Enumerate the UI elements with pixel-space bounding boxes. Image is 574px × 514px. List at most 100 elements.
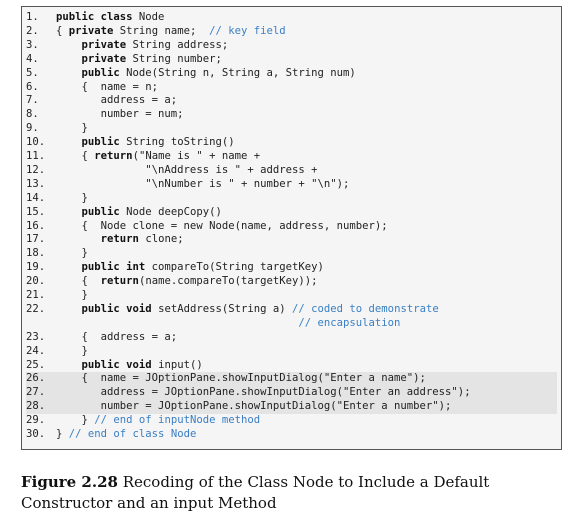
line-number: 4. (26, 52, 39, 65)
code-text: compareTo(String targetKey) (145, 261, 324, 274)
code-line: 12. "\nAddress is " + address + (26, 164, 557, 178)
code-text: String address; (126, 38, 229, 51)
code-text: input() (151, 358, 203, 371)
code-text: } (56, 191, 88, 204)
code-line: 26. { name = JOptionPane.showInputDialog… (26, 372, 557, 387)
code-keyword: public (81, 136, 120, 149)
code-keyword: public void (81, 302, 152, 315)
code-line: 25. public void input() (26, 359, 557, 373)
line-number: 3. (26, 38, 39, 51)
code-text: String number; (126, 52, 222, 65)
code-text (56, 359, 82, 371)
line-number: 17. (26, 233, 46, 246)
code-text (56, 67, 82, 79)
code-keyword: private (81, 52, 127, 65)
code-text: "\nNumber is " + number + "\n"); (56, 177, 350, 190)
code-text: clone; (138, 233, 184, 246)
code-text: } (56, 414, 95, 427)
code-line: 15. public Node deepCopy() (26, 206, 557, 220)
line-number: 15. (26, 205, 46, 218)
code-text: ("Name is " + name + (132, 150, 261, 162)
line-number: 1. (26, 11, 39, 23)
code-line: 3. private String address; (26, 39, 557, 53)
line-number: 2. (26, 24, 39, 37)
code-line: 27. address = JOptionPane.showInputDialo… (26, 386, 557, 401)
code-line: 13. "\nNumber is " + number + "\n"); (26, 178, 557, 192)
code-text: Node deepCopy() (119, 205, 222, 218)
code-text (56, 53, 82, 65)
code-text: { (56, 275, 101, 288)
code-keyword: return (100, 233, 139, 246)
line-number: 12. (26, 163, 46, 176)
line-number: 27. (26, 386, 46, 399)
code-text: { address = a; (56, 330, 178, 343)
line-number: 24. (26, 344, 46, 357)
code-text: } (56, 289, 88, 301)
code-text (56, 206, 82, 218)
line-number: 18. (26, 247, 46, 260)
code-text: number = JOptionPane.showInputDialog("En… (56, 400, 452, 413)
code-text: "\nAddress is " + address + (56, 163, 318, 176)
code-line: 23. { address = a; (26, 331, 557, 345)
code-text: } (56, 247, 88, 260)
line-number: 9. (26, 122, 39, 135)
code-line: 28. number = JOptionPane.showInputDialog… (26, 400, 557, 415)
line-number: 21. (26, 289, 46, 301)
code-line: 17. return clone; (26, 233, 557, 247)
code-text: (name.compareTo(targetKey)); (138, 275, 318, 288)
code-text: } (56, 428, 69, 440)
code-line: 9. } (26, 122, 557, 136)
code-keyword: public (81, 66, 120, 79)
code-keyword: public void (81, 358, 152, 371)
code-text (56, 261, 82, 273)
code-line: 2.{ private String name; // key field (26, 25, 557, 39)
code-line: 6. { name = n; (26, 81, 557, 95)
line-number: 6. (26, 80, 39, 93)
code-text: { name = n; (56, 80, 159, 93)
code-line: 21. } (26, 289, 557, 303)
code-text: } (56, 344, 88, 357)
line-number: 23. (26, 330, 46, 343)
code-line: 19. public int compareTo(String targetKe… (26, 261, 557, 275)
code-comment: // encapsulation (298, 316, 401, 329)
code-text: String name; (113, 24, 210, 37)
line-number: 25. (26, 358, 46, 371)
code-line: // encapsulation (26, 317, 557, 331)
line-number: 22. (26, 302, 46, 315)
code-comment: // end of inputNode method (94, 414, 261, 427)
code-comment: // coded to demonstrate (292, 302, 439, 315)
code-line: 30.} // end of class Node (26, 428, 557, 442)
figure-label: Figure 2.28 (21, 473, 118, 491)
code-keyword: public class (56, 11, 133, 23)
line-number: 8. (26, 108, 39, 121)
line-number: 5. (26, 66, 39, 79)
code-keyword: return (94, 150, 133, 162)
line-number: 30. (26, 428, 46, 440)
line-number: 26. (26, 372, 46, 385)
code-text: String toString() (119, 136, 235, 149)
code-text: } (56, 122, 88, 135)
code-line: 24. } (26, 345, 557, 359)
line-number: 29. (26, 414, 46, 427)
code-keyword: return (100, 275, 139, 288)
caption-text: Recoding of the Class Node to Include a … (21, 473, 490, 512)
line-number: 10. (26, 136, 46, 149)
line-number: 11. (26, 150, 46, 162)
code-text: { name = JOptionPane.showInputDialog("En… (56, 372, 426, 385)
figure-caption: Figure 2.28 Recoding of the Class Node t… (21, 472, 566, 514)
code-text: { (56, 150, 95, 162)
code-line: 20. { return(name.compareTo(targetKey)); (26, 275, 557, 289)
code-line: 16. { Node clone = new Node(name, addres… (26, 220, 557, 234)
line-number: 7. (26, 94, 39, 107)
code-line: 18. } (26, 247, 557, 261)
code-keyword: private (68, 24, 114, 37)
code-text (56, 39, 82, 51)
code-text: Node (132, 11, 165, 23)
line-number: 13. (26, 177, 46, 190)
code-line: 7. address = a; (26, 94, 557, 108)
code-line: 10. public String toString() (26, 136, 557, 150)
code-line: 29. } // end of inputNode method (26, 414, 557, 428)
code-text: { Node clone = new Node(name, address, n… (56, 219, 388, 232)
code-text (56, 233, 101, 245)
